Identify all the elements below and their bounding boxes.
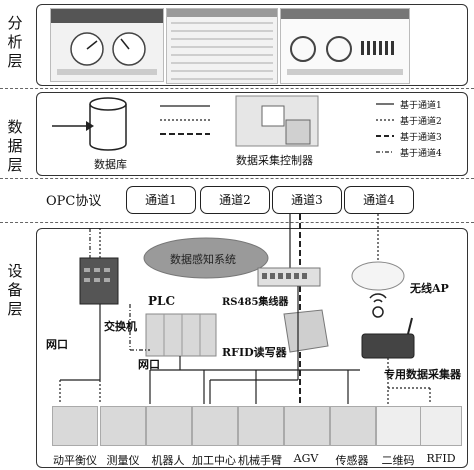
machining-center-icon: [192, 406, 238, 446]
sensing-system-label: 数据感知系统: [170, 253, 236, 266]
legend-item-3: 基于通道3: [400, 133, 442, 143]
device-layer-label: 设备层: [4, 262, 26, 319]
device-label-robot: 机器人: [151, 454, 185, 467]
rfid-reader-label: RFID读写器: [222, 346, 287, 359]
robot-device-icon: [146, 406, 192, 446]
device-label-rfid: RFID: [426, 452, 456, 465]
device-label-balancer: 动平衡仪: [53, 454, 97, 467]
separator-data-opc: [0, 178, 474, 179]
agv-device-icon: [284, 406, 330, 446]
arrow-head-database: [86, 121, 94, 131]
channel-4-box: 通道4: [344, 186, 414, 214]
separator-opc-device: [0, 222, 474, 223]
device-label-sensor: 传感器: [335, 454, 369, 467]
opc-protocol-label: OPC协议: [46, 194, 102, 209]
network-port-label-2: 网口: [138, 358, 160, 371]
switch-label: 交换机: [104, 320, 137, 333]
qrcode-scanner-icon: [376, 406, 422, 446]
rfid-reader-icon: [283, 309, 329, 353]
gauge-icons: [51, 9, 163, 75]
balancer-device-icon: [52, 406, 98, 446]
legend-item-1: 基于通道1: [400, 101, 442, 111]
data-layer-label: 数据层: [4, 118, 26, 175]
device-label-measuring: 测量仪: [106, 454, 140, 467]
wireless-ap-label: 无线AP: [410, 282, 449, 295]
analysis-layer-text: 分析层: [7, 14, 23, 70]
sensing-system-ellipse: [143, 237, 269, 279]
plc-device-icon: [145, 313, 217, 357]
wifi-signal-icon: [369, 293, 387, 299]
dashboard-screenshot-2: [166, 8, 278, 84]
channel-1-box: 通道1: [126, 186, 196, 214]
device-label-robot-arm: 机械手臂: [238, 454, 282, 467]
network-port-label-1: 网口: [46, 338, 68, 351]
legend-item-4: 基于通道4: [400, 149, 442, 159]
device-label-qrcode: 二维码: [381, 454, 415, 467]
device-label-machining: 加工中心: [192, 454, 236, 467]
channel-2-box: 通道2: [200, 186, 270, 214]
stats-panel-icon: [281, 9, 409, 75]
dedicated-collector-label: 专用数据采集器: [384, 368, 461, 381]
table-lines-icon: [167, 9, 277, 80]
legend-item-2: 基于通道2: [400, 117, 442, 127]
sensor-device-icon: [330, 406, 376, 446]
dedicated-collector-icon: [361, 333, 415, 359]
rs485-label: RS485集线器: [222, 297, 289, 308]
wifi-receiver-icon: [372, 306, 384, 318]
analysis-layer-label: 分析层: [4, 14, 26, 71]
data-layer-text: 数据层: [7, 118, 23, 174]
robot-arm-icon: [238, 406, 284, 446]
device-layer-text: 设备层: [7, 262, 23, 318]
measuring-device-icon: [100, 406, 146, 446]
wireless-ap-icon: [351, 261, 405, 291]
database-label: 数据库: [94, 158, 127, 171]
channel-3-box: 通道3: [272, 186, 342, 214]
controller-label: 数据采集控制器: [236, 154, 313, 167]
database-icon: [89, 97, 127, 151]
dashboard-screenshot-1: [50, 8, 164, 82]
dashboard-screenshot-3: [280, 8, 410, 84]
plc-label: PLC: [148, 294, 176, 308]
rfid-tag-icon: [420, 406, 462, 446]
device-label-agv: AGV: [293, 452, 319, 465]
separator-analysis-data: [0, 88, 474, 89]
